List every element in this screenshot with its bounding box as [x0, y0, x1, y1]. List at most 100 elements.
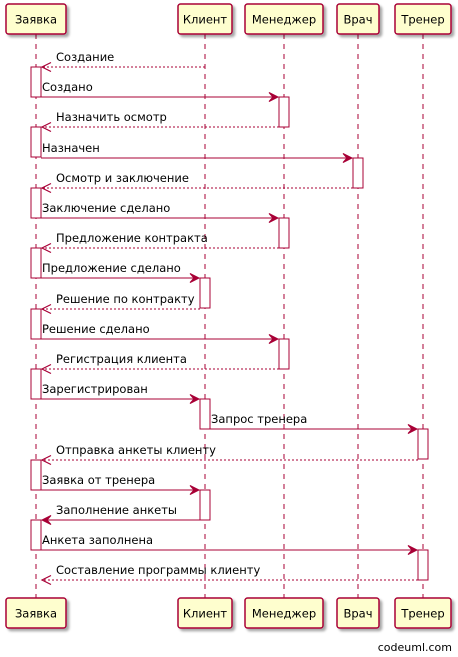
message-arrowhead [268, 213, 280, 223]
message-label: Регистрация клиента [56, 352, 187, 366]
message-arrowhead [40, 303, 52, 315]
participant-trener-top: Тренер [394, 3, 452, 35]
message-label: Заполнение анкеты [56, 503, 177, 517]
message-label: Создано [42, 80, 93, 94]
message-label: Заявка от тренера [42, 473, 155, 487]
message-4: Назначен [41, 141, 354, 163]
participant-klient-bottom: Клиент [177, 597, 233, 629]
participant-box [177, 3, 233, 35]
message-label: Назначен [42, 141, 100, 155]
message-10: Решение сделано [41, 322, 280, 344]
message-label: Запрос тренера [211, 412, 307, 426]
message-label: Зарегистрирован [42, 382, 148, 396]
participant-label: Тренер [400, 13, 444, 27]
message-arrowhead [268, 334, 280, 344]
participant-zayavka-bottom: Заявка [5, 597, 67, 629]
message-label: Решение по контракту [56, 292, 195, 306]
message-label: Анкета заполнена [42, 533, 153, 547]
message-label: Составление программы клиенту [56, 563, 260, 577]
activation-bar-zayavka [30, 368, 42, 400]
participant-klient-top: Клиент [177, 3, 233, 35]
message-15: Заявка от тренера [41, 473, 201, 495]
participant-box [336, 597, 380, 629]
message-9: Решение по контракту [40, 292, 200, 315]
message-arrowhead [40, 121, 52, 133]
participant-box [5, 597, 67, 629]
participant-box [394, 597, 452, 629]
message-17: Анкета заполнена [41, 533, 419, 555]
message-arrowhead [40, 454, 52, 466]
activation-bar-zayavka [30, 247, 42, 279]
participant-label: Врач [343, 607, 372, 621]
participant-menedzher-bottom: Менеджер [244, 597, 324, 629]
message-arrowhead [40, 363, 52, 375]
participant-trener-bottom: Тренер [394, 597, 452, 629]
message-arrowhead [40, 574, 52, 586]
activation-bar-zayavka [30, 308, 42, 340]
participant-vrach-top: Врач [336, 3, 380, 35]
message-7: Предложение контракта [40, 231, 279, 254]
participant-menedzher-top: Менеджер [244, 3, 324, 35]
message-1: Создание [40, 50, 205, 73]
message-label: Решение сделано [42, 322, 150, 336]
message-arrowhead [40, 242, 52, 254]
participant-label: Врач [343, 13, 372, 27]
participant-zayavka-top: Заявка [5, 3, 67, 35]
activation-bar-menedzher [278, 338, 290, 370]
message-13: Запрос тренера [210, 412, 419, 434]
activation-bar-zayavka [30, 459, 42, 491]
message-16: Заполнение анкеты [40, 503, 200, 525]
activation-bar-zayavka [30, 126, 42, 158]
message-label: Назначить осмотр [56, 110, 167, 124]
participant-label: Заявка [15, 607, 57, 621]
participant-box [5, 3, 67, 35]
message-8: Предложение сделано [41, 261, 201, 283]
message-arrowhead [40, 182, 52, 194]
message-18: Составление программы клиенту [40, 563, 418, 586]
message-12: Зарегистрирован [41, 382, 201, 404]
participant-box [244, 597, 324, 629]
message-arrowhead [407, 545, 419, 555]
activation-bar-zayavka [30, 66, 42, 98]
participant-box [394, 3, 452, 35]
message-arrowhead [342, 153, 354, 163]
message-arrowhead [268, 92, 280, 102]
message-label: Отправка анкеты клиенту [56, 443, 216, 457]
message-label: Предложение контракта [56, 231, 208, 245]
participant-label: Заявка [15, 13, 57, 27]
activation-bar-zayavka [30, 519, 42, 551]
activation-bar-trener [417, 549, 429, 581]
participant-box [244, 3, 324, 35]
activation-bar-klient [199, 277, 211, 309]
message-14: Отправка анкеты клиенту [40, 443, 418, 466]
participant-label: Тренер [400, 607, 444, 621]
participant-box [177, 597, 233, 629]
participant-vrach-bottom: Врач [336, 597, 380, 629]
message-arrowhead [40, 515, 52, 525]
message-arrowhead [189, 273, 201, 283]
message-label: Предложение сделано [42, 261, 181, 275]
activation-bar-klient [199, 489, 211, 521]
message-6: Заключение сделано [41, 201, 280, 223]
message-label: Осмотр и заключение [56, 171, 189, 185]
message-arrowhead [189, 485, 201, 495]
participant-box [336, 3, 380, 35]
message-2: Создано [41, 80, 280, 102]
message-arrowhead [189, 394, 201, 404]
message-5: Осмотр и заключение [40, 171, 353, 194]
activation-bar-menedzher [278, 217, 290, 249]
participant-label: Клиент [183, 13, 228, 27]
activation-bar-menedzher [278, 96, 290, 128]
message-3: Назначить осмотр [40, 110, 279, 133]
participant-label: Менеджер [252, 607, 316, 621]
activation-bar-trener [417, 428, 429, 460]
message-arrowhead [40, 61, 52, 73]
message-label: Заключение сделано [42, 201, 170, 215]
message-label: Создание [56, 50, 114, 64]
activation-bar-vrach [352, 157, 364, 189]
activation-bar-klient [199, 398, 211, 430]
participant-label: Клиент [183, 607, 228, 621]
participant-label: Менеджер [252, 13, 316, 27]
message-11: Регистрация клиента [40, 352, 279, 375]
